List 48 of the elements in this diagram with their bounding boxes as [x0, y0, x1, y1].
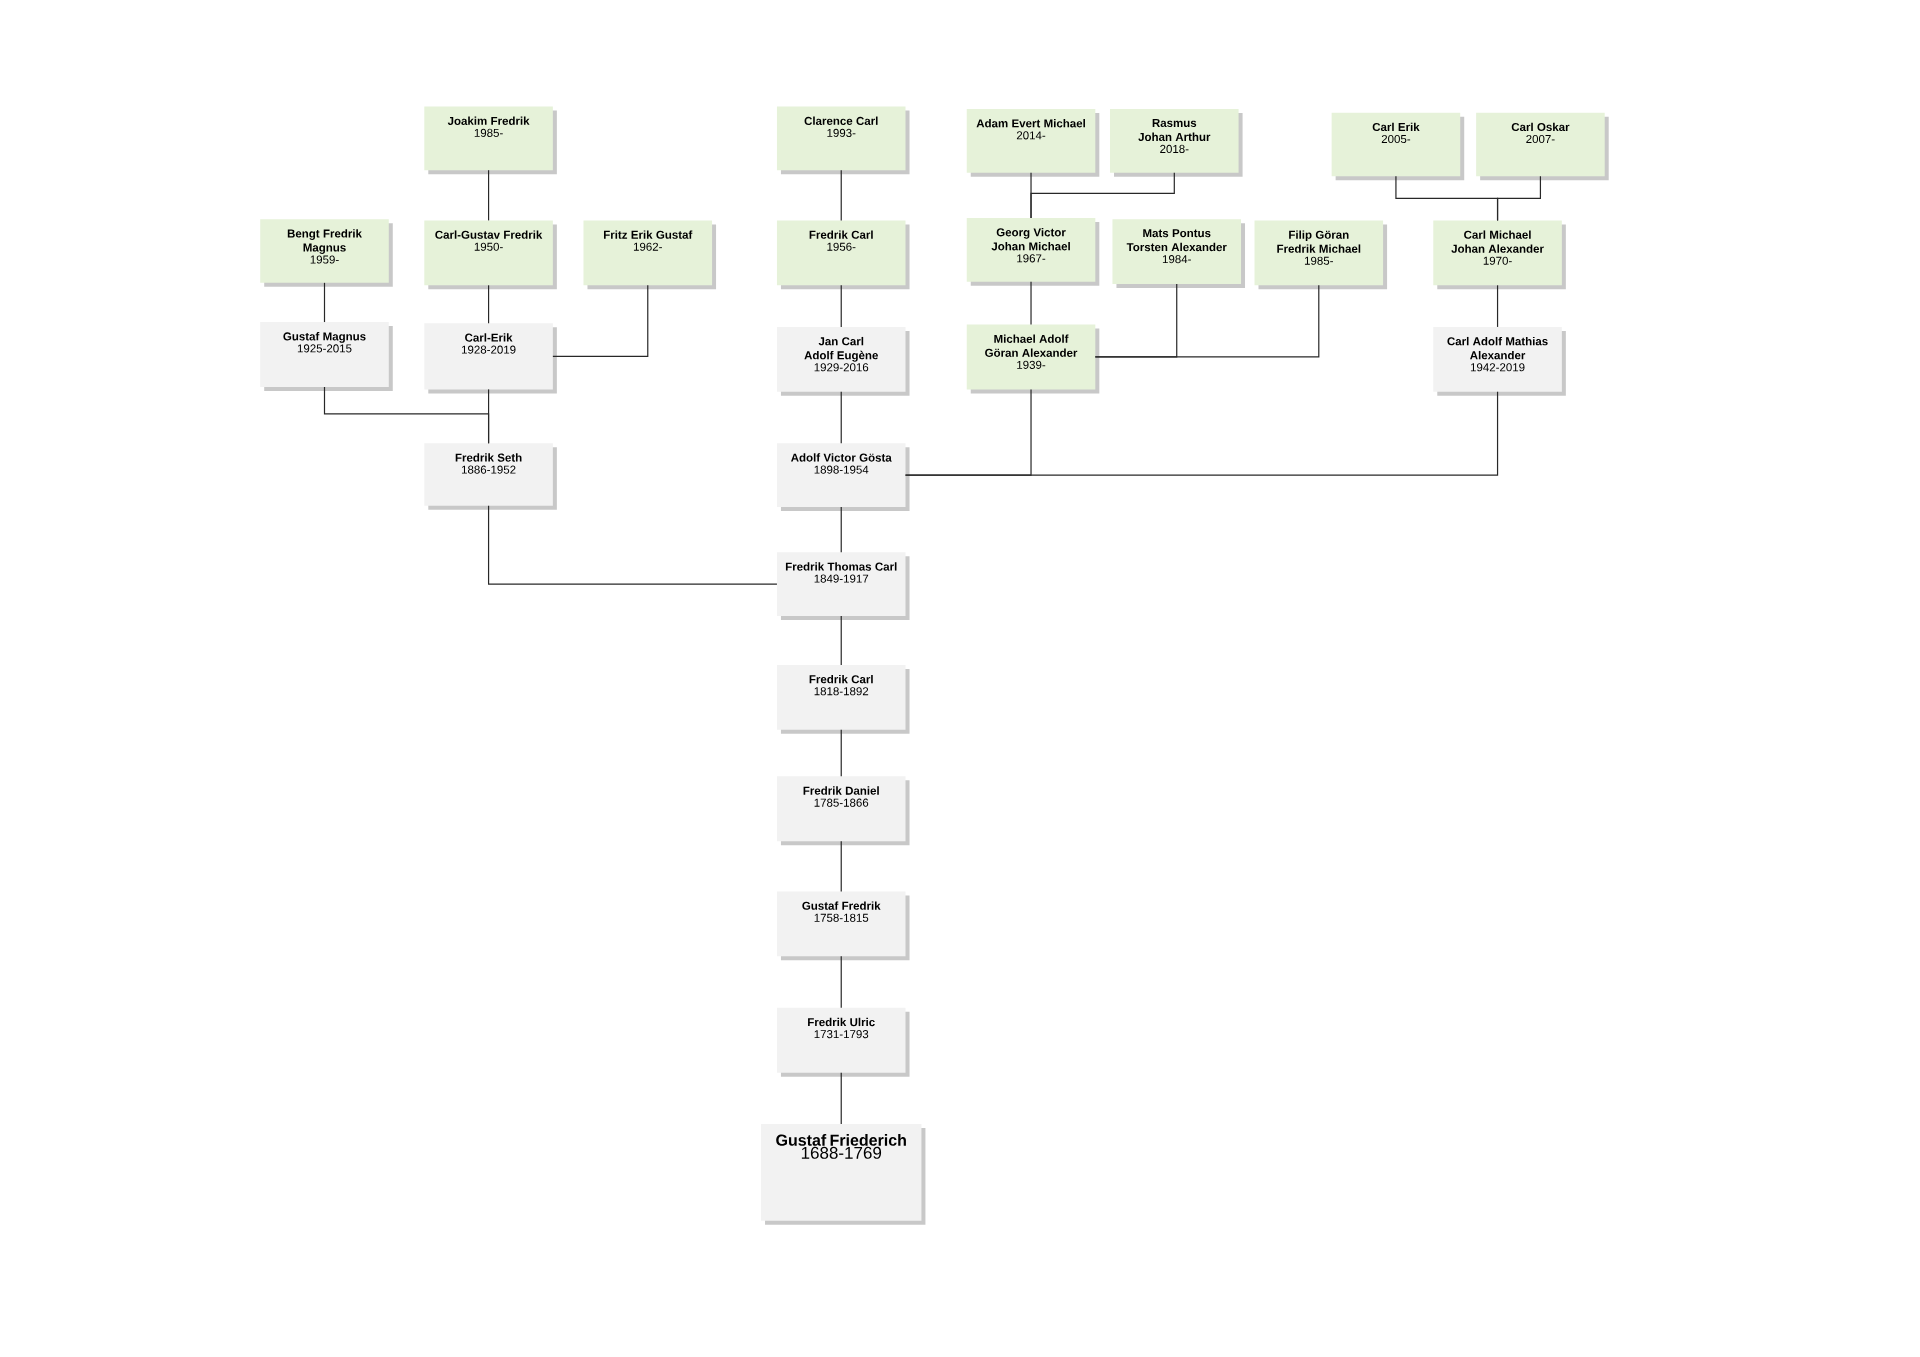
connector-line — [487, 284, 490, 324]
person-box: Jan Carl Adolf Eugène 1929-2016 — [776, 326, 910, 396]
connector-line — [487, 169, 490, 221]
connector-line — [1030, 281, 1032, 326]
connector-line — [487, 505, 778, 585]
connector-line — [1094, 284, 1320, 358]
person-box: Gustaf Fredrik 1758-1815 — [776, 891, 910, 961]
person-box: Bengt Fredrik Magnus 1959- — [260, 219, 393, 287]
connector-line — [487, 388, 490, 444]
person-box: Carl Adolf Mathias Alexander 1942-2019 — [1433, 326, 1566, 396]
person-box: Fredrik Thomas Carl 1849-1917 — [776, 552, 910, 620]
person-box: Clarence Carl 1993- — [776, 106, 910, 175]
connector-line — [904, 391, 1499, 476]
person-box: Carl Michael Johan Alexander 1970- — [1433, 220, 1566, 290]
connector-line — [840, 955, 842, 1009]
connector-line — [840, 729, 842, 777]
connector-line — [840, 615, 842, 666]
connector-line — [840, 284, 842, 328]
connector-line — [1496, 175, 1541, 221]
connector-line — [840, 506, 842, 553]
person-box: Rasmus Johan Arthur 2018- — [1110, 109, 1243, 177]
person-box: Carl Erik 2005- — [1331, 112, 1465, 181]
person-box: Fredrik Daniel 1785-1866 — [776, 776, 910, 846]
person-box: Carl-Erik 1928-2019 — [424, 323, 557, 394]
person-box: Fredrik Ulric 1731-1793 — [776, 1007, 910, 1077]
person-box: Gustaf Magnus 1925-2015 — [260, 322, 393, 391]
person-box: Fredrik Seth 1886-1952 — [424, 443, 557, 510]
person-box: Michael Adolf Göran Alexander 1939- — [966, 324, 1100, 394]
person-box: Fritz Erik Gustaf 1962- — [583, 220, 717, 290]
connector-line — [840, 840, 842, 893]
person-box: Fredrik Carl 1956- — [776, 220, 910, 290]
person-box: Mats Pontus Torsten Alexander 1984- — [1112, 219, 1246, 289]
person-box: Carl-Gustav Fredrik 1950- — [424, 220, 557, 290]
person-box: Carl Oskar 2007- — [1476, 112, 1609, 181]
connector-line — [1030, 172, 1175, 219]
connector-line — [840, 391, 842, 444]
person-box: Georg Victor Johan Michael 1967- — [966, 217, 1100, 286]
connector-line — [1496, 284, 1499, 328]
connector-line — [840, 169, 842, 221]
person-box: Adam Evert Michael 2014- — [966, 109, 1100, 177]
person-box: Joakim Fredrik 1985- — [424, 106, 557, 175]
person-box: Fredrik Carl 1818-1892 — [776, 664, 910, 734]
connector-line — [552, 284, 649, 357]
person-box: Filip Göran Fredrik Michael 1985- — [1254, 220, 1388, 290]
person-box: Adolf Victor Gösta 1898-1954 — [776, 443, 910, 511]
connector-line — [323, 282, 326, 323]
connector-line — [840, 1072, 842, 1125]
person-box: Gustaf Friederich 1688-1769 — [761, 1124, 926, 1225]
